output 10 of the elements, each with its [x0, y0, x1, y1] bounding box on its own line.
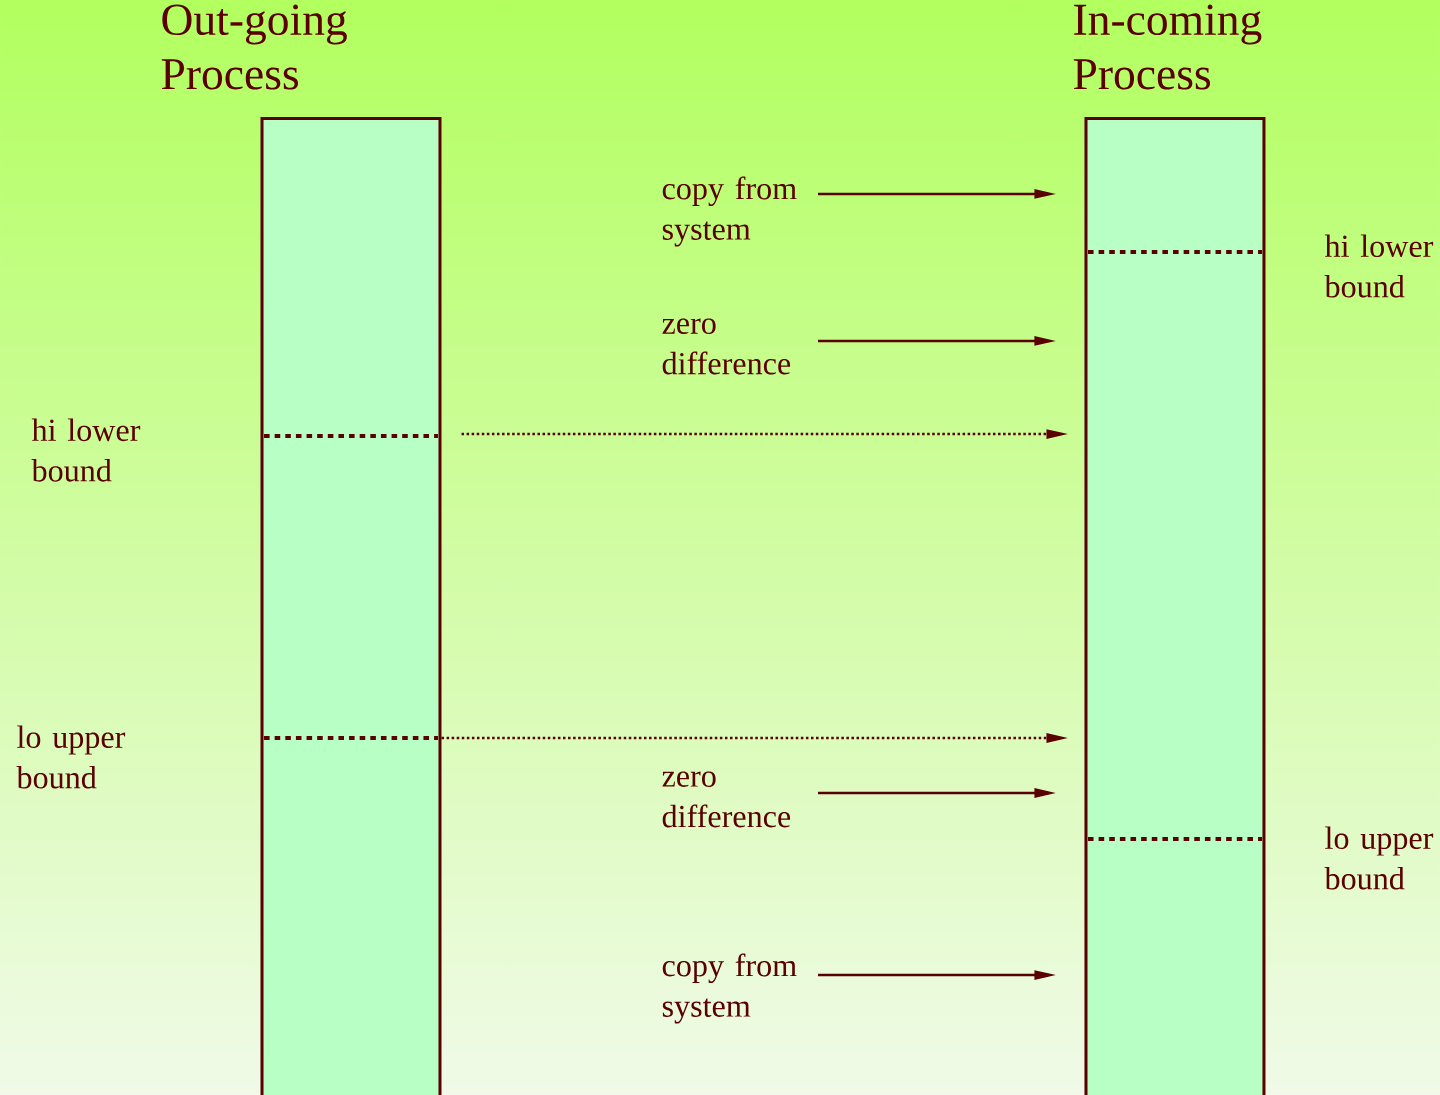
column-heading: Out-going Process: [161, 4, 347, 90]
boundary-label: hi lower bound: [1324, 234, 1434, 298]
arrow-source-text: zero difference: [662, 318, 791, 375]
arrow-source-text: copy from system: [662, 953, 797, 1024]
column-heading: In-coming Process: [1073, 4, 1262, 90]
boundary-label: lo upper bound: [1324, 826, 1434, 890]
boundary-label: hi lower bound: [31, 418, 141, 482]
arrow-source-text: zero difference: [662, 771, 791, 828]
boundary-label: lo upper bound: [16, 725, 126, 789]
arrow-source-text: copy from system: [662, 176, 797, 247]
